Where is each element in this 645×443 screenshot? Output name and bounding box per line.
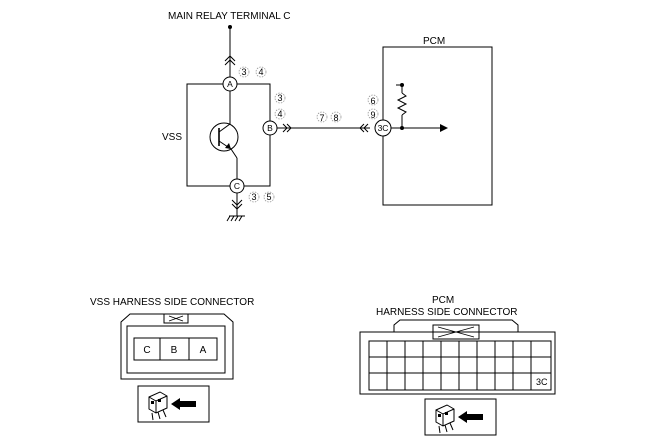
terminal-a-label: A <box>227 79 233 89</box>
pcm-connector-title-1: PCM <box>432 295 454 306</box>
svg-text:4: 4 <box>258 67 263 77</box>
svg-text:4: 4 <box>277 109 282 119</box>
resistor-icon <box>396 83 408 128</box>
ground-icon <box>226 193 245 222</box>
vss-label: VSS <box>162 132 182 143</box>
svg-text:8: 8 <box>333 113 338 123</box>
transistor-icon <box>209 91 239 180</box>
svg-text:3: 3 <box>241 67 246 77</box>
vss-connector: C B A <box>120 313 234 380</box>
svg-text:6: 6 <box>370 96 375 106</box>
pcm-label: PCM <box>423 36 445 47</box>
pcm-box <box>382 46 493 206</box>
vss-box <box>186 83 271 187</box>
pins-c: 3 5 <box>248 191 275 203</box>
pcm-terminal-3c: 3C <box>536 377 548 387</box>
vss-connector-title: VSS HARNESS SIDE CONNECTOR <box>90 297 254 308</box>
vss-cell-a: A <box>200 345 207 356</box>
svg-text:3: 3 <box>251 192 256 202</box>
svg-text:9: 9 <box>370 110 375 120</box>
pins-a: 3 4 <box>238 66 267 78</box>
pins-b: 3 4 <box>274 92 286 120</box>
pcm-connector: 3C <box>359 319 556 395</box>
pcm-connector-title-2: HARNESS SIDE CONNECTOR <box>376 307 518 318</box>
vss-cell-b: B <box>171 345 178 356</box>
harness-connector-icon <box>137 385 210 423</box>
terminal-b-label: B <box>267 123 273 133</box>
terminal-3c-label: 3C <box>378 123 389 133</box>
svg-text:7: 7 <box>319 113 324 123</box>
main-relay-label: MAIN RELAY TERMINAL C <box>168 11 290 22</box>
pins-wire: 7 8 <box>316 111 342 123</box>
terminal-c-label: C <box>234 181 240 191</box>
svg-text:3: 3 <box>277 93 282 103</box>
pins-pcm: 6 9 <box>367 94 379 120</box>
svg-text:5: 5 <box>266 192 271 202</box>
vss-cell-c: C <box>143 345 150 356</box>
harness-connector-icon <box>424 398 497 436</box>
